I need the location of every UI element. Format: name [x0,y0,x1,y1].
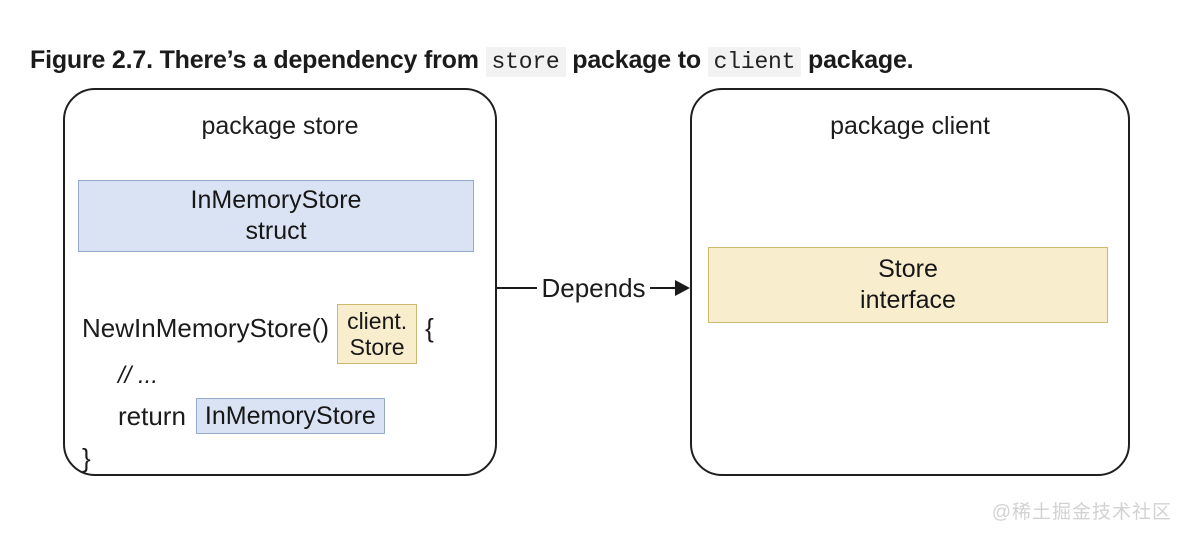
watermark: @稀土掘金技术社区 [991,502,1172,523]
code-open-brace: { [425,313,434,343]
caption-code-client: client [707,47,802,77]
code-line-signature: NewInMemoryStore() client. Store { [82,300,434,364]
caption-code-store: store [485,47,566,77]
caption-middle: package to [572,46,701,74]
type-kind-struct: struct [245,217,307,245]
figure-caption: Figure 2.7. There’s a dependency from st… [30,40,914,82]
type-box-inmemorystore-struct: InMemoryStore struct [78,180,474,252]
code-close-brace: } [82,443,91,473]
code-line-return: return InMemoryStore [82,396,434,436]
type-name-inmemorystore: InMemoryStore [190,186,362,214]
code-function-signature: NewInMemoryStore() [82,313,330,343]
package-title-store: package store [201,112,359,140]
type-chip-inmemorystore: InMemoryStore [195,398,385,434]
code-return-keyword: return [118,401,186,431]
code-line-close-brace: } [82,436,434,480]
type-name-store: Store [878,255,938,283]
type-kind-interface: interface [860,286,956,314]
type-chip-client-store: client. Store [337,304,418,364]
type-box-store-interface: Store interface [708,247,1108,323]
caption-suffix: package. [808,46,914,74]
type-chip-store-type: Store [349,334,405,360]
code-line-comment: // ... [82,356,434,396]
caption-prefix: Figure 2.7. There’s a dependency from [30,46,479,74]
code-snippet-newinmemorystore: NewInMemoryStore() client. Store { // ..… [82,300,434,480]
code-comment-text: // ... [118,362,159,389]
package-title-client: package client [830,112,990,140]
type-chip-client-package: client. [347,308,408,334]
dependency-arrow [497,280,690,296]
